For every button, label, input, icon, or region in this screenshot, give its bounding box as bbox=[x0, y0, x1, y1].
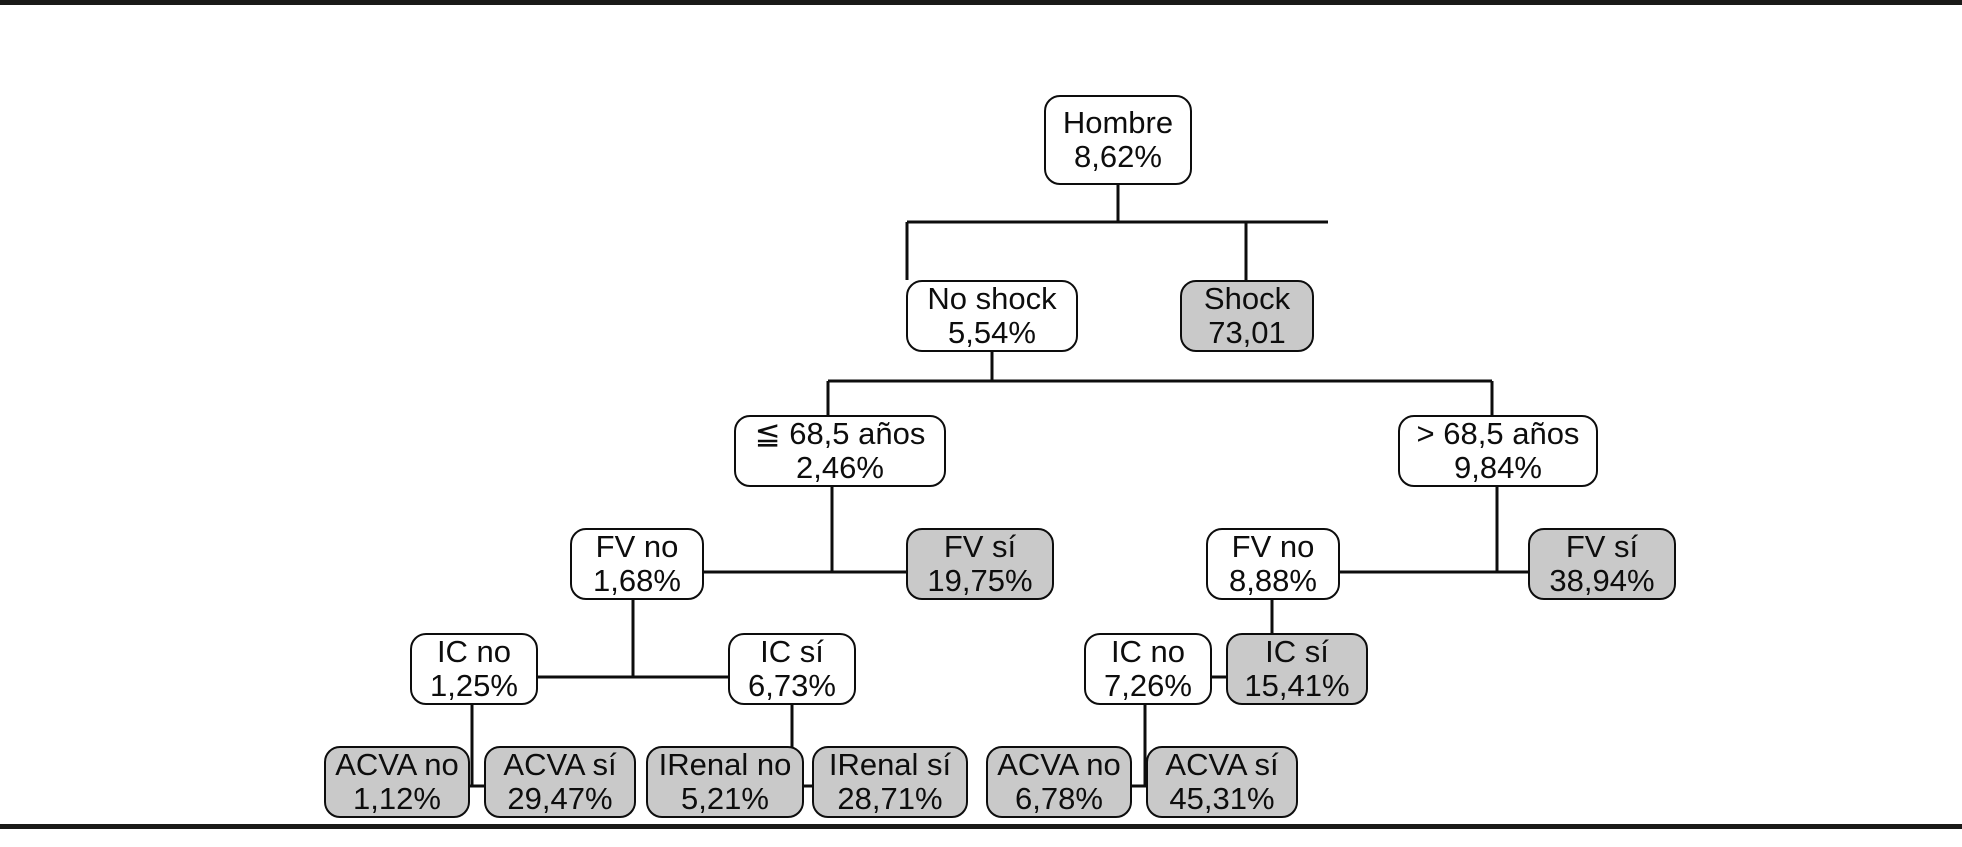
node-shock-value: 73,01 bbox=[1208, 314, 1286, 350]
node-root-label: Hombre bbox=[1062, 104, 1174, 140]
node-irenal-no[interactable]: IRenal no 5,21% bbox=[646, 746, 804, 818]
node-ic-no-right-label: IC no bbox=[1110, 633, 1186, 669]
node-shock[interactable]: Shock 73,01 bbox=[1180, 280, 1314, 352]
node-acva-no-1-value: 1,12% bbox=[353, 780, 441, 816]
node-age-gt-label: > 68,5 años bbox=[1416, 415, 1580, 451]
node-acva-si-2-label: ACVA sí bbox=[1165, 746, 1279, 782]
node-fv-no-left-label: FV no bbox=[595, 528, 679, 564]
node-acva-no-2-value: 6,78% bbox=[1015, 780, 1103, 816]
node-acva-no-1-label: ACVA no bbox=[335, 746, 459, 782]
node-fv-no-left-value: 1,68% bbox=[593, 562, 681, 598]
node-ic-si-right-value: 15,41% bbox=[1244, 667, 1350, 703]
node-irenal-si-value: 28,71% bbox=[837, 780, 943, 816]
node-root-value: 8,62% bbox=[1074, 138, 1162, 174]
node-ic-si-right-label: IC sí bbox=[1265, 633, 1329, 669]
node-fv-no-right[interactable]: FV no 8,88% bbox=[1206, 528, 1340, 600]
node-ic-si-left[interactable]: IC sí 6,73% bbox=[728, 633, 856, 705]
node-ic-no-right-value: 7,26% bbox=[1104, 667, 1192, 703]
top-rule bbox=[0, 0, 1962, 5]
node-acva-si-2[interactable]: ACVA sí 45,31% bbox=[1146, 746, 1298, 818]
node-age-le-label: ≦ 68,5 años bbox=[754, 415, 926, 451]
node-irenal-no-label: IRenal no bbox=[658, 746, 792, 782]
node-irenal-si[interactable]: IRenal sí 28,71% bbox=[812, 746, 968, 818]
node-no-shock-value: 5,54% bbox=[948, 314, 1036, 350]
node-fv-si-left-label: FV sí bbox=[943, 528, 1017, 564]
node-fv-si-left-value: 19,75% bbox=[927, 562, 1033, 598]
node-acva-si-1[interactable]: ACVA sí 29,47% bbox=[484, 746, 636, 818]
node-fv-si-right[interactable]: FV sí 38,94% bbox=[1528, 528, 1676, 600]
node-no-shock[interactable]: No shock 5,54% bbox=[906, 280, 1078, 352]
node-acva-no-1[interactable]: ACVA no 1,12% bbox=[324, 746, 470, 818]
node-age-le[interactable]: ≦ 68,5 años 2,46% bbox=[734, 415, 946, 487]
node-irenal-si-label: IRenal sí bbox=[828, 746, 952, 782]
node-root[interactable]: Hombre 8,62% bbox=[1044, 95, 1192, 185]
node-fv-no-left[interactable]: FV no 1,68% bbox=[570, 528, 704, 600]
node-acva-no-2-label: ACVA no bbox=[997, 746, 1121, 782]
node-age-le-value: 2,46% bbox=[796, 449, 884, 485]
bottom-rule bbox=[0, 824, 1962, 829]
node-acva-si-2-value: 45,31% bbox=[1169, 780, 1275, 816]
node-ic-no-left[interactable]: IC no 1,25% bbox=[410, 633, 538, 705]
node-no-shock-label: No shock bbox=[927, 280, 1057, 316]
node-fv-si-right-value: 38,94% bbox=[1549, 562, 1655, 598]
node-fv-si-left[interactable]: FV sí 19,75% bbox=[906, 528, 1054, 600]
node-shock-label: Shock bbox=[1203, 280, 1291, 316]
node-acva-si-1-value: 29,47% bbox=[507, 780, 613, 816]
node-fv-no-right-label: FV no bbox=[1231, 528, 1315, 564]
node-age-gt[interactable]: > 68,5 años 9,84% bbox=[1398, 415, 1598, 487]
node-age-gt-value: 9,84% bbox=[1454, 449, 1542, 485]
node-ic-no-right[interactable]: IC no 7,26% bbox=[1084, 633, 1212, 705]
node-fv-si-right-label: FV sí bbox=[1565, 528, 1639, 564]
node-fv-no-right-value: 8,88% bbox=[1229, 562, 1317, 598]
node-ic-no-left-value: 1,25% bbox=[430, 667, 518, 703]
node-acva-si-1-label: ACVA sí bbox=[503, 746, 617, 782]
node-ic-no-left-label: IC no bbox=[436, 633, 512, 669]
node-ic-si-left-value: 6,73% bbox=[748, 667, 836, 703]
node-ic-si-left-label: IC sí bbox=[760, 633, 824, 669]
node-acva-no-2[interactable]: ACVA no 6,78% bbox=[986, 746, 1132, 818]
node-ic-si-right[interactable]: IC sí 15,41% bbox=[1226, 633, 1368, 705]
node-irenal-no-value: 5,21% bbox=[681, 780, 769, 816]
